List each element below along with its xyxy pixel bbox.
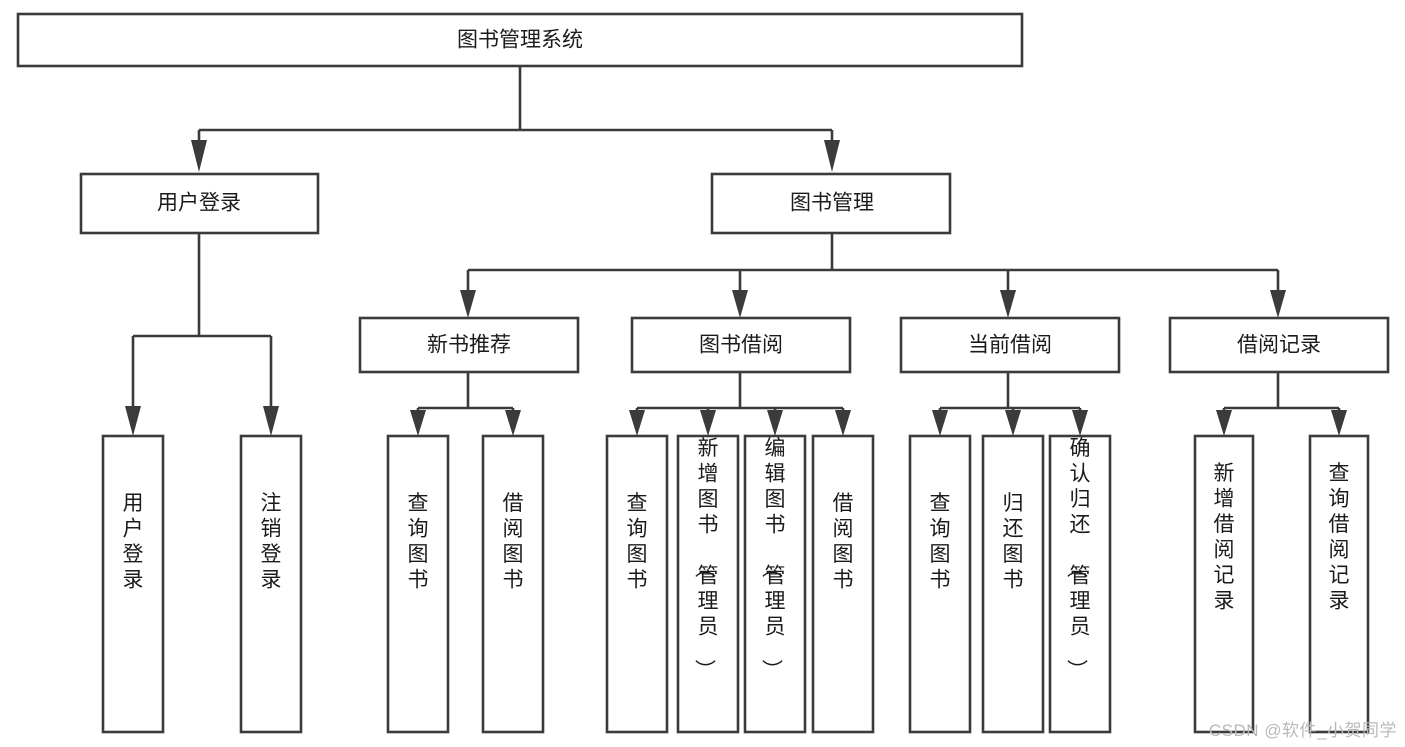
node-leaf-confirm-return-label: 确认归还（管理员）	[1065, 437, 1091, 680]
node-borrow-record-box[interactable]	[1168, 316, 1390, 374]
arrow-head-leaf-query-book-3	[932, 410, 948, 436]
node-root-box[interactable]	[16, 12, 1024, 68]
node-book-borrow-label: 图书借阅	[699, 334, 783, 357]
node-book-borrow[interactable]: 图书借阅	[630, 316, 852, 374]
arrow-head-leaf-query-record	[1331, 410, 1347, 436]
csdn-watermark: CSDN @软件_小贺同学	[1208, 721, 1397, 740]
arrow-head-leaf-query-book-2	[629, 410, 645, 436]
node-current-borrow-box[interactable]	[899, 316, 1121, 374]
node-borrow-record-label: 借阅记录	[1237, 334, 1321, 357]
node-leaf-query-book-3[interactable]: 查询图书	[908, 434, 972, 734]
node-leaf-user-login-label: 用户登录	[123, 492, 144, 592]
node-leaf-query-book-1[interactable]: 查询图书	[386, 434, 450, 734]
node-leaf-borrow-book-2[interactable]: 借阅图书	[811, 434, 875, 734]
connector-layer	[125, 66, 1347, 436]
node-leaf-borrow-book-2-label: 借阅图书	[833, 492, 854, 592]
arrow-head-leaf-add-record	[1216, 410, 1232, 436]
node-book-manage[interactable]: 图书管理	[710, 172, 952, 235]
node-leaf-query-book-2-label: 查询图书	[627, 492, 648, 592]
node-user-login[interactable]: 用户登录	[79, 172, 320, 235]
node-new-book-rec-box[interactable]	[358, 316, 580, 374]
arrow-head-leaf-borrow-book-2	[835, 410, 851, 436]
arrow-head-leaf-confirm-return	[1072, 410, 1088, 436]
node-leaf-borrow-book-2-box[interactable]	[811, 434, 875, 734]
node-leaf-add-record[interactable]: 新增借阅记录	[1193, 434, 1255, 734]
node-leaf-borrow-book-1-box[interactable]	[481, 434, 545, 734]
arrow-head-current-borrow	[1000, 290, 1016, 318]
node-current-borrow[interactable]: 当前借阅	[899, 316, 1121, 374]
node-leaf-add-record-label: 新增借阅记录	[1214, 462, 1235, 613]
arrow-head-leaf-logout	[263, 406, 279, 436]
node-leaf-query-book-1-label: 查询图书	[408, 492, 429, 592]
node-leaf-add-book-label: 新增图书（管理员）	[693, 437, 719, 680]
node-leaf-confirm-return[interactable]: 确认归还（管理员）	[1048, 434, 1112, 734]
arrow-head-leaf-user-login	[125, 406, 141, 436]
arrow-head-leaf-borrow-book-1	[505, 410, 521, 436]
node-leaf-query-record[interactable]: 查询借阅记录	[1308, 434, 1370, 734]
node-current-borrow-label: 当前借阅	[968, 334, 1052, 357]
arrow-head-leaf-edit-book	[767, 410, 783, 436]
node-leaf-query-book-1-box[interactable]	[386, 434, 450, 734]
node-leaf-logout-label: 注销登录	[261, 492, 282, 592]
node-root[interactable]: 图书管理系统	[16, 12, 1024, 68]
node-leaf-borrow-book-1[interactable]: 借阅图书	[481, 434, 545, 734]
node-leaf-confirm-return-box[interactable]	[1048, 434, 1112, 734]
node-leaf-user-login[interactable]: 用户登录	[101, 434, 165, 734]
node-leaf-query-book-2[interactable]: 查询图书	[605, 434, 669, 734]
node-leaf-query-book-2-box[interactable]	[605, 434, 669, 734]
arrow-head-leaf-return-book	[1005, 410, 1021, 436]
node-leaf-edit-book-box[interactable]	[743, 434, 807, 734]
node-leaf-edit-book-label: 编辑图书（管理员）	[760, 437, 786, 680]
arrow-head-leaf-add-book	[700, 410, 716, 436]
node-leaf-user-login-box[interactable]	[101, 434, 165, 734]
node-leaf-add-book-box[interactable]	[676, 434, 740, 734]
node-user-login-box[interactable]	[79, 172, 320, 235]
node-leaf-query-book-3-label: 查询图书	[930, 492, 951, 592]
arrow-head-book-borrow	[732, 290, 748, 318]
node-leaf-query-book-3-box[interactable]	[908, 434, 972, 734]
node-user-login-label: 用户登录	[157, 192, 241, 215]
node-borrow-record[interactable]: 借阅记录	[1168, 316, 1390, 374]
node-book-manage-label: 图书管理	[790, 192, 874, 215]
arrow-head-book-manage	[824, 140, 840, 172]
node-book-borrow-box[interactable]	[630, 316, 852, 374]
node-leaf-borrow-book-1-label: 借阅图书	[503, 492, 524, 592]
node-leaf-query-record-label: 查询借阅记录	[1329, 462, 1350, 613]
node-leaf-add-book[interactable]: 新增图书（管理员）	[676, 434, 740, 734]
arrow-head-leaf-query-book-1	[410, 410, 426, 436]
node-root-label: 图书管理系统	[457, 29, 583, 52]
node-leaf-add-record-box[interactable]	[1193, 434, 1255, 734]
arrow-head-new-book-rec	[460, 290, 476, 318]
node-book-manage-box[interactable]	[710, 172, 952, 235]
node-leaf-logout-box[interactable]	[239, 434, 303, 734]
node-leaf-return-book-box[interactable]	[981, 434, 1045, 734]
node-leaf-query-record-box[interactable]	[1308, 434, 1370, 734]
node-leaf-edit-book[interactable]: 编辑图书（管理员）	[743, 434, 807, 734]
node-leaf-return-book[interactable]: 归还图书	[981, 434, 1045, 734]
node-leaf-logout[interactable]: 注销登录	[239, 434, 303, 734]
node-leaf-return-book-label: 归还图书	[1003, 492, 1024, 592]
node-new-book-rec-label: 新书推荐	[427, 334, 511, 357]
arrow-head-borrow-record	[1270, 290, 1286, 318]
arrow-head-user-login	[191, 140, 207, 172]
node-new-book-rec[interactable]: 新书推荐	[358, 316, 580, 374]
